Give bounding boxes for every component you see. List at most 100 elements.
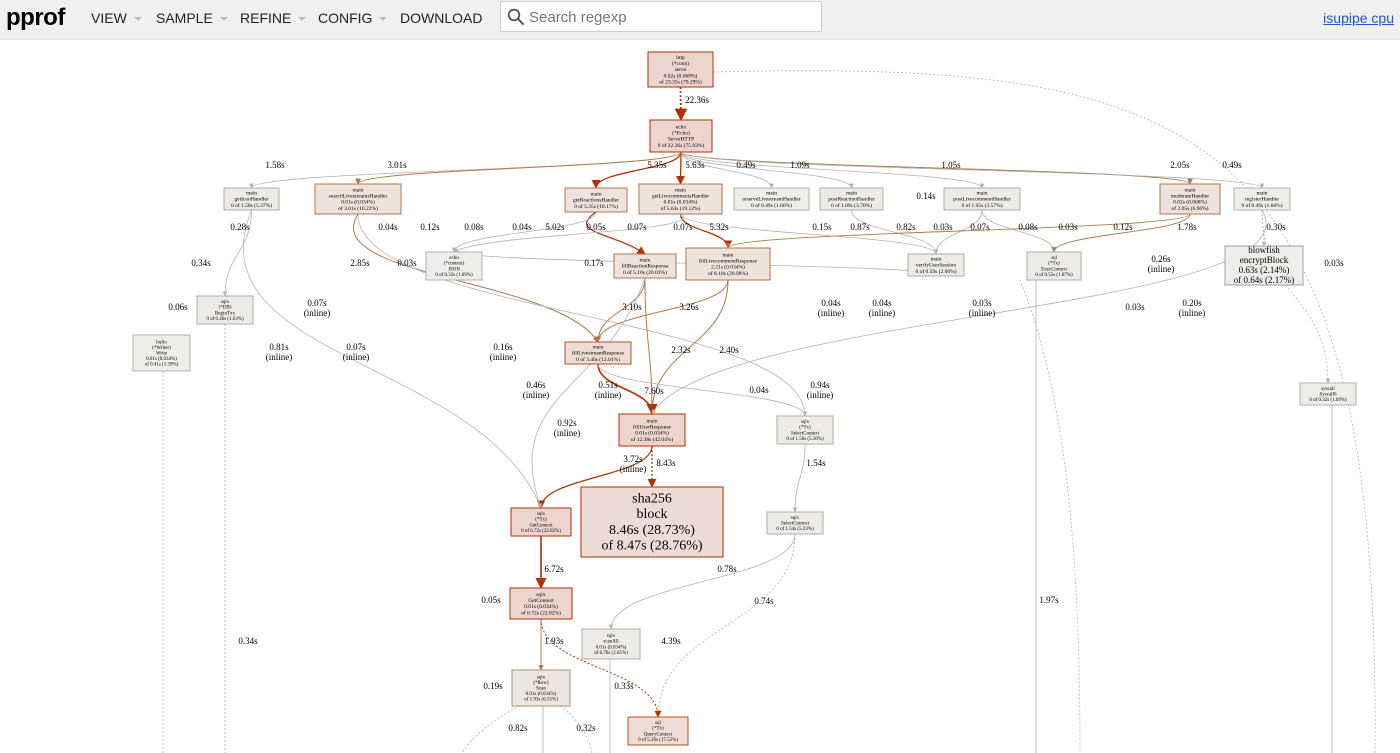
graph-edge[interactable] [675, 151, 686, 185]
graph-edge-label: 2.32s [671, 345, 691, 355]
graph-edge[interactable] [222, 209, 252, 297]
graph-edge-label: 6.72s [544, 564, 564, 574]
search-input[interactable] [529, 7, 814, 27]
graph-edge[interactable] [608, 533, 796, 630]
graph-edge[interactable] [597, 363, 808, 417]
graph-node-label: of 1.93s (6.55%) [524, 698, 558, 703]
graph-node-box [647, 51, 714, 88]
graph-edge[interactable] [644, 277, 655, 415]
graph-edge[interactable] [249, 151, 682, 189]
graph-edge[interactable] [680, 151, 854, 189]
pprof-logo[interactable]: pprof [6, 4, 65, 31]
graph-edge-label: 0.07s [970, 222, 990, 232]
graph-edge[interactable] [851, 209, 939, 255]
graph-edge[interactable] [981, 209, 1057, 253]
graph-edge[interactable] [531, 277, 646, 509]
graph-node-label: sql [655, 721, 661, 726]
graph-edge[interactable] [597, 363, 658, 416]
graph-edge[interactable] [243, 209, 542, 509]
graph-node-label: encryptBlock [1240, 255, 1289, 265]
graph-edge[interactable] [680, 151, 985, 189]
graph-edge[interactable] [680, 151, 1265, 189]
graph-edge[interactable] [559, 705, 593, 753]
menu-refine[interactable]: REFINE [240, 10, 307, 26]
graph-edge-label: 1.58s [265, 160, 285, 170]
graph-edge[interactable] [712, 70, 1376, 753]
graph-edge[interactable] [540, 618, 662, 718]
graph-node-box [510, 507, 572, 537]
menu-download[interactable]: DOWNLOAD [400, 10, 482, 26]
graph-edge[interactable] [674, 86, 688, 122]
graph-node-label: QueryContext [644, 732, 673, 737]
menu-config[interactable]: CONFIG [318, 10, 388, 26]
graph-edge[interactable] [680, 151, 774, 189]
graph-edge[interactable] [1261, 209, 1267, 247]
graph-edge[interactable] [591, 151, 682, 189]
graph-edge[interactable] [1261, 209, 1331, 384]
graph-edge-label: 1.54s [806, 458, 826, 468]
graph-edge[interactable] [651, 209, 1267, 415]
graph-node-label: 0 of 0.55s (1.87%) [1035, 273, 1073, 278]
graph-edge[interactable] [355, 151, 682, 185]
menu-sample[interactable]: SAMPLE [156, 10, 228, 26]
graph-edge[interactable] [933, 209, 983, 255]
graph-edge-label: 0.03s [1324, 258, 1344, 268]
graph-edge[interactable] [1019, 279, 1081, 753]
graph-edge[interactable] [595, 277, 646, 343]
graph-edge[interactable] [792, 443, 806, 513]
graph-edge-label: 0.74s [754, 596, 774, 606]
graph-node-label: of 0.78s (2.65%) [594, 651, 628, 656]
graph-node-label: 0.01s (0.034%) [596, 645, 627, 650]
graph-edge[interactable] [595, 279, 729, 343]
graph-node-label: 0 of 3.46s (12.01%) [576, 356, 620, 363]
graph-edge[interactable] [680, 213, 939, 255]
graph-edge[interactable] [453, 213, 684, 253]
profile-link[interactable]: isupipe cpu [1323, 10, 1394, 26]
graph-edge[interactable] [586, 211, 646, 255]
graph-edge[interactable] [649, 279, 729, 415]
graph-edge[interactable] [461, 705, 521, 753]
graph-edge[interactable] [680, 151, 1193, 185]
graph-node-label: 0.02s (0.068%) [664, 72, 698, 79]
graph-edge[interactable] [655, 533, 796, 718]
graph-edge[interactable] [725, 213, 1191, 249]
graph-node-label: registerHandler [1245, 197, 1279, 203]
graph-edge[interactable] [1051, 213, 1191, 253]
graph-edge[interactable] [451, 211, 597, 253]
menu-view[interactable]: VIEW [91, 10, 142, 26]
graph-edge[interactable] [536, 445, 653, 509]
graph-edge[interactable] [357, 213, 808, 417]
graph-edge-label: 0.49s [1222, 160, 1242, 170]
graph-edge-label: 3.72s(inline) [620, 454, 647, 474]
